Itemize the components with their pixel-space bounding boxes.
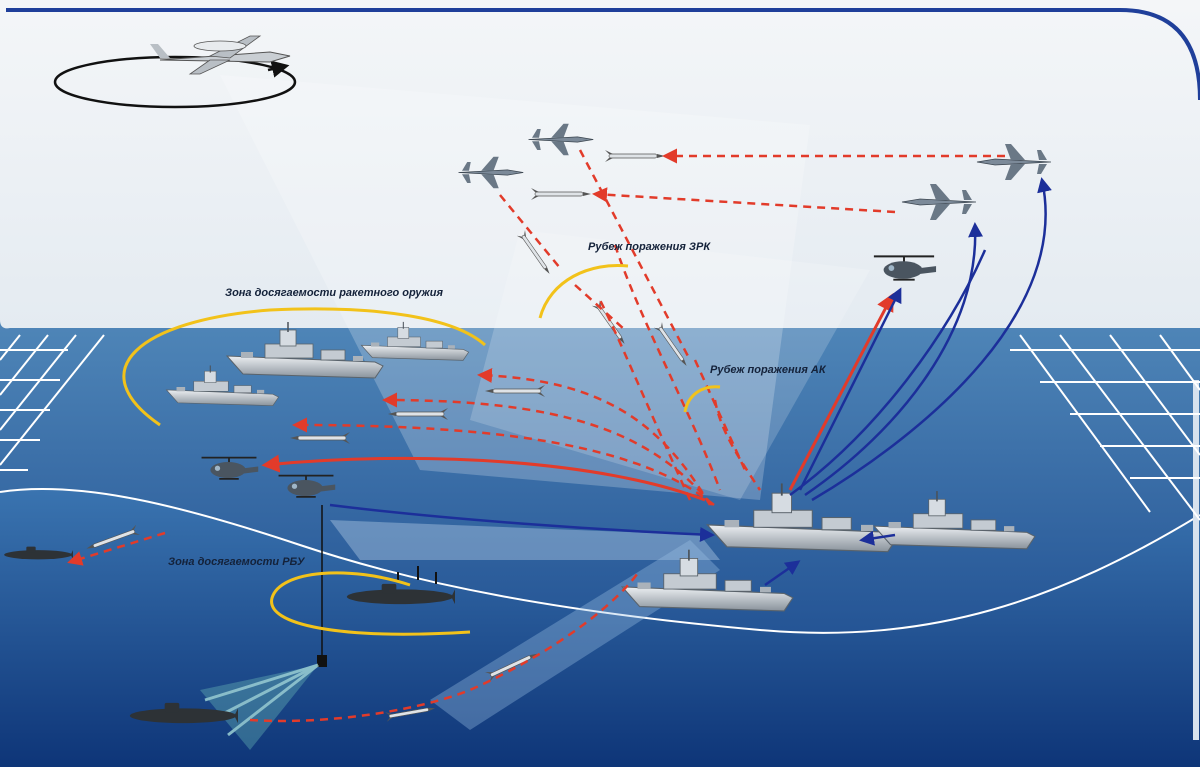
- escort-link-path: [859, 530, 896, 546]
- helicopter-coverage-beam: [470, 230, 870, 500]
- escort-link-path: [764, 560, 801, 587]
- threat-paths: [67, 148, 1005, 723]
- helicopter-intercept-path: [798, 287, 902, 491]
- missile-zone-arc: [122, 307, 487, 427]
- waterline: [0, 487, 1200, 634]
- sea-grid-right: [1010, 334, 1200, 521]
- range-zones: [122, 263, 721, 636]
- ship-missile-path: [477, 368, 712, 506]
- threat-solid-paths: [261, 292, 894, 502]
- underwater-area: [0, 488, 1200, 767]
- sonar-sweep: [200, 663, 319, 750]
- rbu-zone-label: Зона досягаемости РБУ: [168, 556, 306, 568]
- fighter-intercept-path: [811, 177, 1052, 502]
- ship-missile-path: [598, 299, 692, 501]
- dipping-sonar-icon: [317, 655, 327, 667]
- ship-missile-path: [292, 417, 715, 506]
- awacs-orbit-arrow: [267, 60, 290, 78]
- diagram-frame: [6, 8, 1200, 101]
- sam-intercept-path: [578, 149, 692, 361]
- missile-zone-label: Зона досягаемости ракетного оружия: [225, 287, 443, 299]
- helicopter-launch-path: [261, 454, 706, 502]
- ship-missile-path: [382, 392, 713, 506]
- awacs-orbit-path: [53, 55, 297, 109]
- gun-intercept-path: [713, 399, 762, 491]
- sea-grid-left: [0, 334, 105, 471]
- gun-line-label: Рубеж поражения АК: [710, 364, 827, 376]
- awacs-coverage-beam: [220, 75, 810, 500]
- sam-intercept-path: [613, 244, 722, 491]
- rbu-zone-arc: [270, 571, 471, 636]
- fighter-intercept-path: [804, 222, 984, 497]
- enemy-helicopter-attack-path: [788, 292, 894, 491]
- torpedo-path: [249, 569, 642, 723]
- helicopter-return-path: [329, 503, 715, 542]
- fighter-return-path: [789, 249, 987, 497]
- sonar-coverage-beam: [330, 520, 720, 560]
- gun-line-arc: [683, 385, 721, 413]
- sam-line-arc: [538, 263, 629, 319]
- sam-intercept-path: [574, 284, 626, 331]
- awacs-aircraft-icon: [150, 35, 291, 75]
- friendly-paths: [329, 177, 1052, 587]
- torpedo-path: [67, 531, 166, 566]
- sam-intercept-path: [499, 194, 561, 269]
- sam-line-label: Рубеж поражения ЗРК: [588, 241, 711, 253]
